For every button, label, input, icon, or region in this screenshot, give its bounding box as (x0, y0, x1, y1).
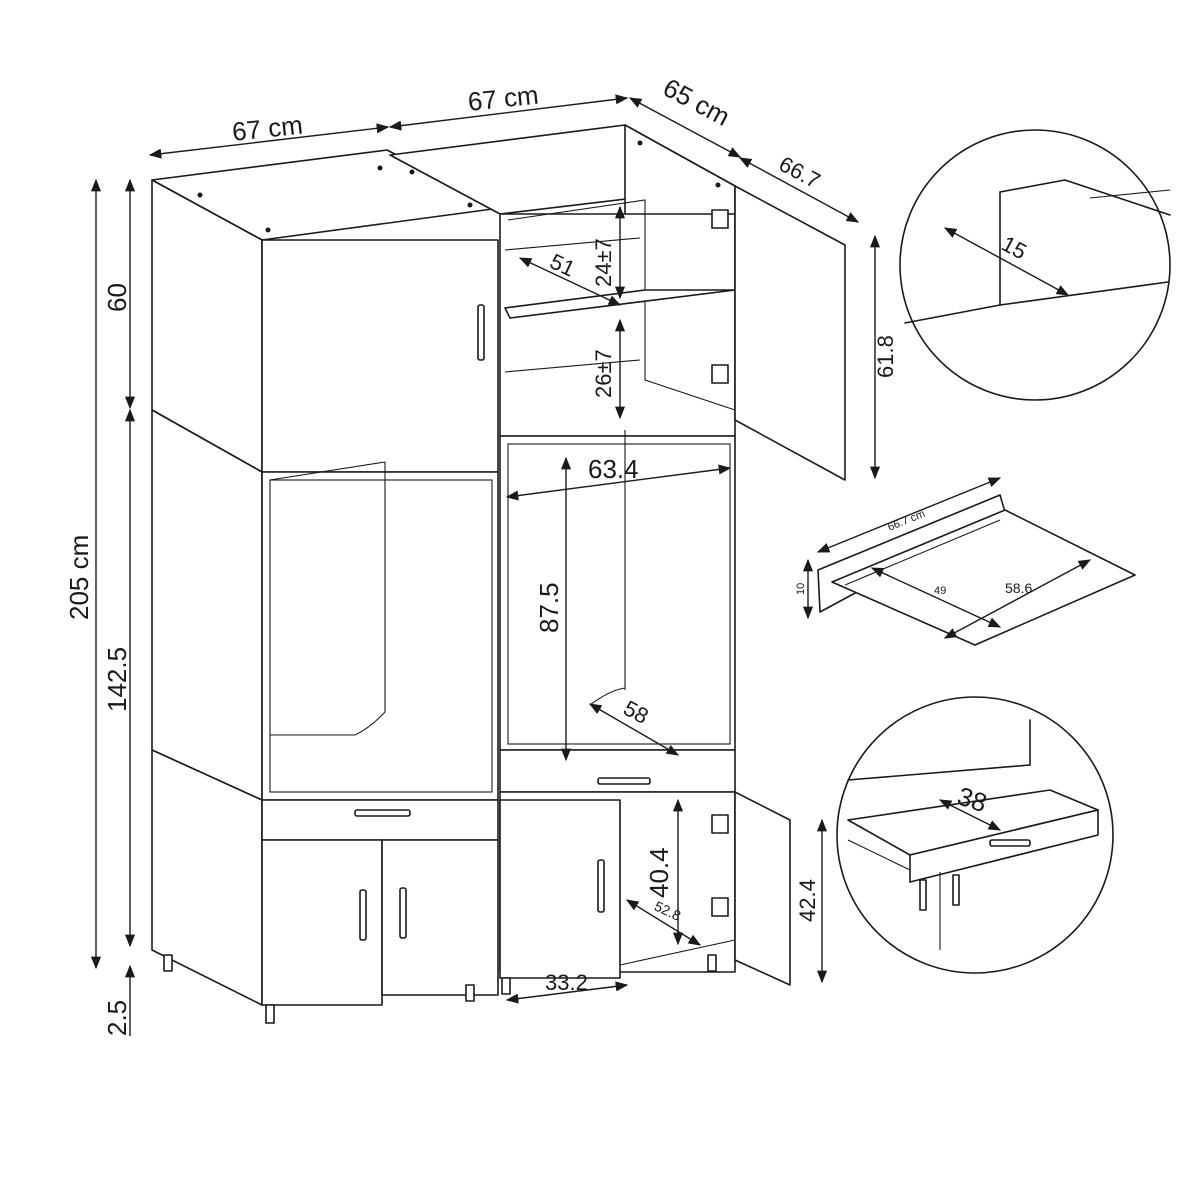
label-niche-height: 87.5 (534, 582, 564, 633)
label-leg-height: 2.5 (102, 1000, 132, 1036)
left-cabinet (151, 149, 501, 1024)
label-door-width: 66.7 (775, 151, 825, 193)
label-lower-door-height: 42.4 (795, 879, 820, 922)
label-middle-height: 142.5 (102, 647, 132, 712)
height-dimension-lines (90, 178, 136, 1036)
top-dimension-lines (148, 94, 860, 223)
label-door-height: 61.8 (873, 335, 898, 378)
label-depth: 65 cm (658, 72, 735, 132)
label-shelf-gap-bottom: 26±7 (591, 349, 616, 398)
label-upper-height: 60 (102, 283, 132, 312)
interior-dimension-lines (505, 205, 881, 1004)
label-width-right: 67 cm (466, 80, 540, 117)
label-tray-height: 10 (795, 583, 807, 595)
label-tray-depth: 49 (934, 585, 946, 597)
label-shelf-gap-top: 24±7 (591, 238, 616, 287)
zoom-detail-top (899, 129, 1171, 401)
zoom-detail-drawer (836, 696, 1114, 974)
label-niche-width: 63.4 (588, 454, 639, 484)
tray-detail (802, 477, 1136, 646)
label-width-left: 67 cm (231, 110, 305, 147)
label-lower-width: 33.2 (545, 970, 588, 995)
label-tray-inner-width: 58.6 (1005, 580, 1032, 596)
label-total-height: 205 cm (64, 535, 94, 620)
label-lower-height: 40.4 (644, 847, 674, 898)
